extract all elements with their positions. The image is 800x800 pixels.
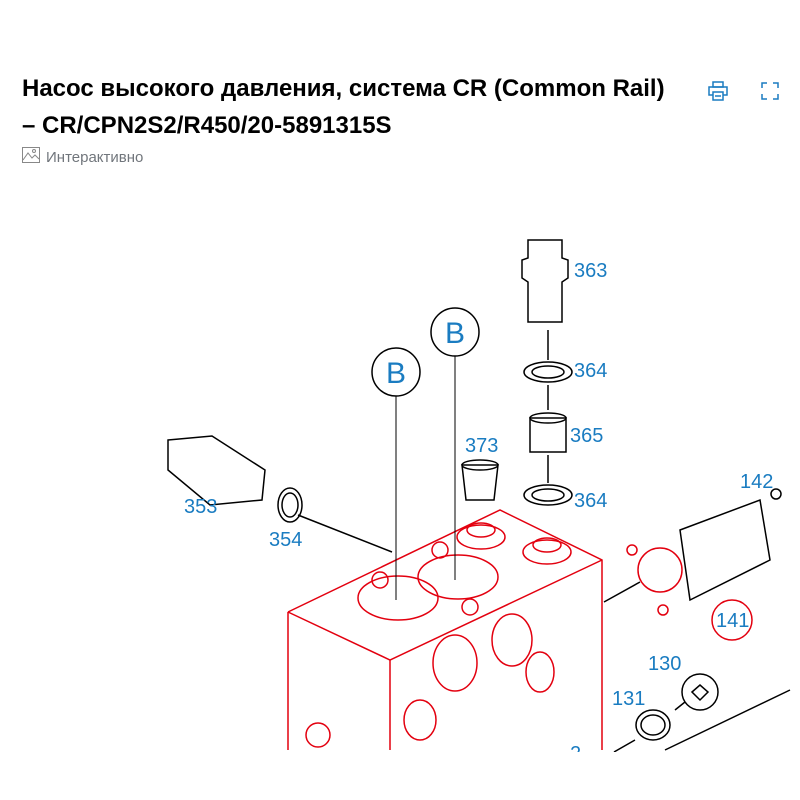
reference-b-left[interactable]: B	[371, 347, 421, 600]
reference-b-right[interactable]: B	[430, 307, 480, 580]
pump-housing	[287, 509, 753, 750]
part-label-141[interactable]: 141	[716, 610, 749, 632]
part-label-373[interactable]: 373	[465, 435, 498, 457]
interactive-indicator: Интерактивно	[22, 147, 143, 167]
page-title: Насос высокого давления, система CR (Com…	[22, 75, 665, 139]
part-label-354[interactable]: 354	[269, 529, 302, 551]
part-label-364-upper[interactable]: 364	[574, 360, 607, 382]
interactive-label: Интерактивно	[46, 148, 144, 166]
fullscreen-icon	[761, 81, 779, 105]
part-label-365[interactable]: 365	[570, 425, 603, 447]
image-icon	[22, 147, 40, 167]
part-label-363[interactable]: 363	[574, 260, 607, 282]
part-label-2[interactable]: 2	[570, 743, 581, 752]
label-b-right: B	[445, 317, 465, 350]
exploded-parts-diagram[interactable]: B B 363 364 365 364 373 353 354 142 141 …	[0, 200, 800, 752]
fullscreen-button[interactable]	[757, 80, 783, 106]
label-b-left: B	[386, 357, 406, 390]
print-button[interactable]	[705, 80, 731, 106]
part-label-353[interactable]: 353	[184, 496, 217, 518]
parts	[167, 239, 791, 752]
print-icon	[707, 80, 729, 107]
part-label-364-lower[interactable]: 364	[574, 490, 607, 512]
part-label-131[interactable]: 131	[612, 688, 645, 710]
part-label-130[interactable]: 130	[648, 653, 681, 675]
part-label-142[interactable]: 142	[740, 471, 773, 493]
